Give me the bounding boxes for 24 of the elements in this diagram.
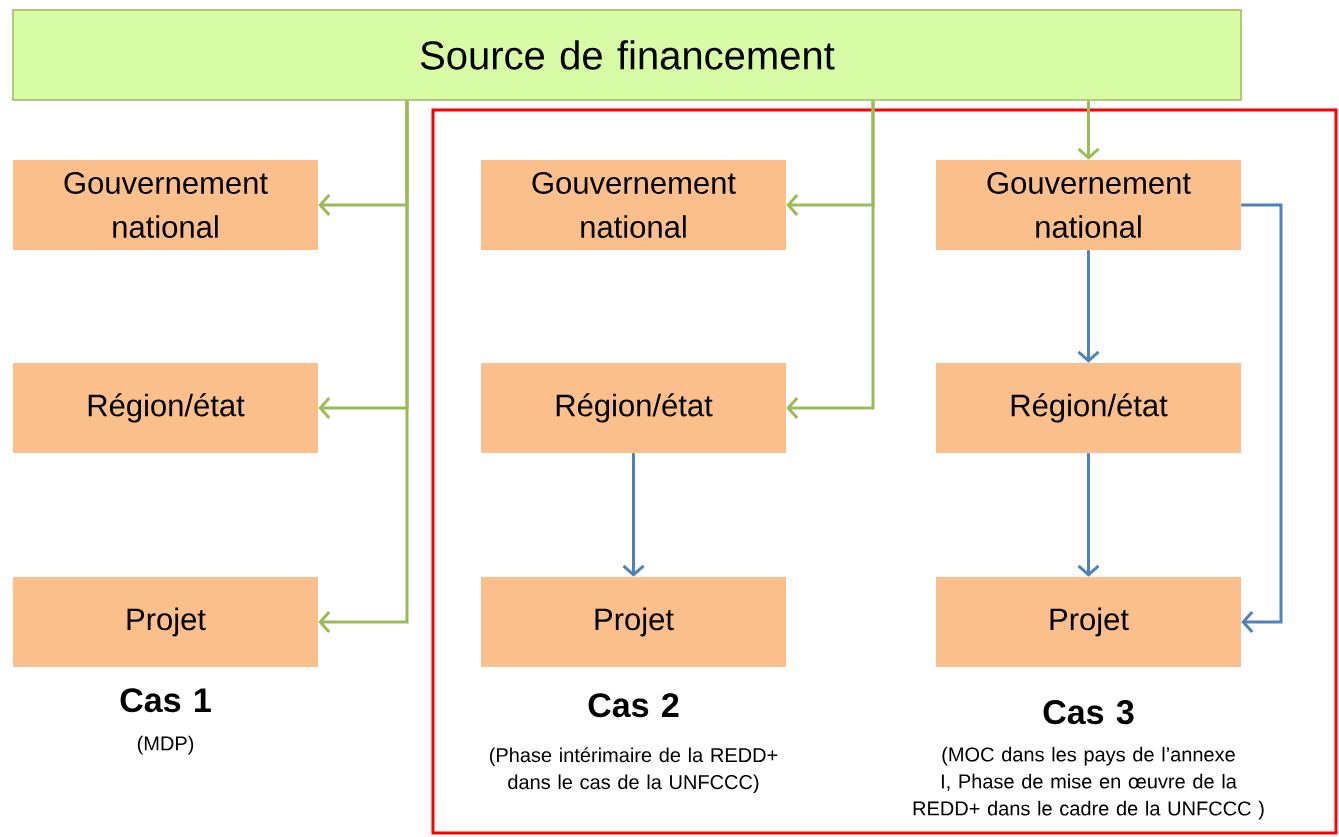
entity-box: Projet: [936, 577, 1241, 667]
case-note: (Phase intérimaire de la REDD+ dans le cas de la UNFCCC): [489, 747, 778, 794]
case-note: (MOC dans les pays de l’annexe I, Phase de mise en œuvre de la REDD+ dans le cadre de la UNFCCC ): [913, 746, 1264, 820]
case-title: Cas 1: [120, 688, 211, 713]
case-title: Cas 3: [1043, 700, 1134, 725]
arrow: [1077, 100, 1100, 160]
entity-box: Région/état: [481, 363, 786, 453]
case-note: (MDP): [137, 735, 194, 755]
entity-box: Projet: [481, 577, 786, 667]
entity-box: Gouvernement national: [936, 160, 1241, 250]
arrow: [318, 100, 409, 633]
arrow: [786, 100, 875, 419]
entity-box: Gouvernement national: [13, 160, 318, 250]
entity-box: Région/état: [13, 363, 318, 453]
entity-box: Projet: [13, 577, 318, 667]
arrow: [622, 453, 645, 577]
entity-box: Gouvernement national: [481, 160, 786, 250]
group-frame: [431, 108, 1338, 835]
arrow: [1241, 203, 1283, 633]
case-title: Cas 2: [588, 693, 679, 718]
arrow: [1077, 250, 1100, 363]
heading-box: Source de financement: [12, 9, 1242, 101]
entity-box: Région/état: [936, 363, 1241, 453]
arrow: [1077, 453, 1100, 577]
